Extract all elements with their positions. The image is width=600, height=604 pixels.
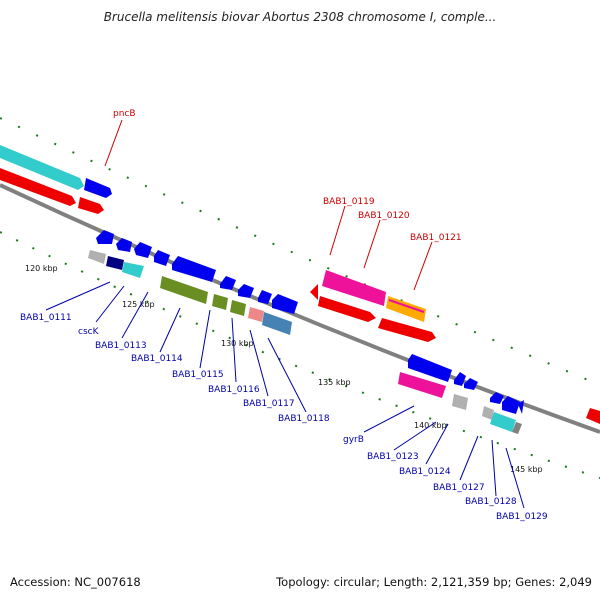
gene-label: BAB1_0123 <box>367 452 419 462</box>
gene-label: BAB1_0117 <box>243 399 295 409</box>
reverse-strand-features <box>88 230 524 434</box>
gene-feature <box>106 256 124 270</box>
gene-feature <box>258 290 272 304</box>
gene-feature <box>212 294 228 310</box>
gene-feature <box>490 412 516 432</box>
gene-label: BAB1_0118 <box>278 414 330 424</box>
gene-feature <box>172 256 216 282</box>
gene-feature <box>408 354 452 382</box>
inner-tick-ring <box>0 231 600 479</box>
gene-feature <box>386 296 426 322</box>
gene-feature <box>322 270 386 306</box>
gene-feature <box>0 168 76 206</box>
gene-feature <box>378 318 436 342</box>
gene-label: BAB1_0116 <box>208 385 260 395</box>
gene-feature <box>310 284 318 300</box>
gene-label: cscK <box>78 327 100 337</box>
gene-feature <box>454 372 466 386</box>
tick-label: 120 kbp <box>25 264 58 273</box>
gene-label: BAB1_0129 <box>496 512 548 522</box>
gene-feature <box>398 372 446 398</box>
gene-feature <box>586 408 600 424</box>
gene-feature <box>154 250 170 266</box>
tick-label: 125 kbp <box>122 300 155 309</box>
gene-feature <box>388 299 425 313</box>
gene-feature <box>490 392 504 404</box>
forward-strand-features <box>0 145 600 424</box>
map-title: Brucella melitensis biovar Abortus 2308 … <box>103 10 497 24</box>
gene-label: BAB1_0114 <box>131 354 183 364</box>
gene-feature <box>272 294 298 314</box>
gene-feature <box>238 284 254 298</box>
gene-label: gyrB <box>343 435 364 445</box>
accession-text: Accession: NC_007618 <box>10 575 141 589</box>
gene-label: BAB1_0119 <box>323 197 375 207</box>
gene-label: BAB1_0128 <box>465 497 517 507</box>
tick-label: 145 kbp <box>510 465 543 474</box>
gene-feature <box>464 378 478 390</box>
gene-feature <box>482 406 494 420</box>
blue-label-leaders <box>45 281 525 509</box>
gene-feature <box>84 178 112 198</box>
gene-label: pncB <box>113 109 136 119</box>
gene-feature <box>96 230 114 244</box>
gene-feature <box>122 262 144 278</box>
red-label-leaders <box>104 119 433 291</box>
red-labels: pncB BAB1_0119 BAB1_0120 BAB1_0121 <box>113 109 462 243</box>
gene-label: BAB1_0124 <box>399 467 451 477</box>
gene-feature <box>220 276 236 290</box>
gene-feature <box>502 396 520 414</box>
gene-feature <box>116 238 132 252</box>
gene-label: BAB1_0120 <box>358 211 410 221</box>
gene-feature <box>262 312 292 335</box>
tick-label: 135 kbp <box>318 378 351 387</box>
gene-feature <box>518 400 524 414</box>
gene-feature <box>160 276 208 304</box>
gene-label: BAB1_0111 <box>20 313 72 323</box>
gene-feature <box>512 422 522 434</box>
gene-label: BAB1_0127 <box>433 483 485 493</box>
chromosome-backbone <box>0 183 600 434</box>
gene-feature <box>318 296 376 322</box>
gene-feature <box>88 250 106 264</box>
gene-label: BAB1_0115 <box>172 370 224 380</box>
tick-label: 130 kbp <box>221 339 254 348</box>
gene-feature <box>230 300 246 316</box>
gene-feature <box>134 242 152 258</box>
gene-feature <box>452 394 468 410</box>
blue-labels: BAB1_0111 cscK BAB1_0113 BAB1_0114 BAB1_… <box>20 313 548 522</box>
gene-feature <box>78 197 104 214</box>
genome-summary-text: Topology: circular; Length: 2,121,359 bp… <box>276 575 592 589</box>
gene-feature <box>0 145 84 190</box>
gene-label: BAB1_0113 <box>95 341 147 351</box>
gene-label: BAB1_0121 <box>410 233 462 243</box>
gene-feature <box>248 307 264 322</box>
